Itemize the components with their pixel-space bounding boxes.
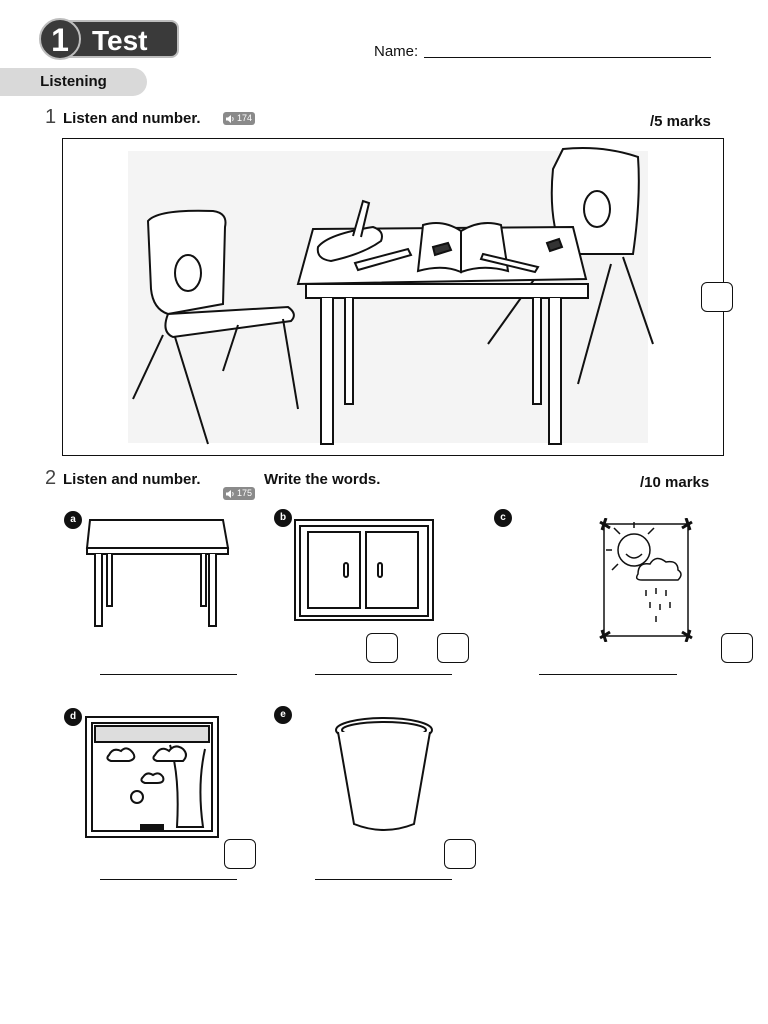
pencil-case-icon	[316, 199, 383, 263]
question-1-instruction: Listen and number.	[63, 110, 201, 127]
section-tab-listening: Listening	[0, 68, 147, 96]
bin-icon	[335, 717, 433, 831]
book-icon	[416, 222, 510, 274]
item-letter-b: b	[274, 509, 292, 527]
audio-track-174[interactable]: 174	[223, 112, 256, 125]
question-2-instruction-2: Write the words.	[264, 471, 381, 488]
answer-box-b-2[interactable]	[437, 633, 469, 663]
window-icon	[85, 716, 219, 838]
question-2-number: 2	[45, 467, 57, 489]
item-letter-a: a	[64, 511, 82, 529]
table-icon	[85, 519, 230, 627]
poster-icon	[599, 518, 693, 642]
audio-track-number: 174	[237, 113, 253, 123]
answer-box-q1[interactable]	[701, 282, 733, 312]
answer-line-b[interactable]	[315, 674, 452, 675]
name-field[interactable]	[424, 57, 711, 58]
answer-box-c[interactable]	[721, 633, 753, 663]
answer-line-e[interactable]	[315, 879, 452, 880]
answer-line-d[interactable]	[100, 879, 237, 880]
eraser-icon	[431, 241, 453, 257]
question-1-marks: /5 marks	[650, 113, 711, 130]
question-2-marks: /10 marks	[640, 474, 710, 491]
answer-box-d[interactable]	[224, 839, 256, 869]
audio-track-number: 175	[237, 488, 253, 498]
unit-number: 1	[51, 22, 69, 58]
speaker-icon	[226, 114, 234, 123]
audio-track-175[interactable]: 175	[223, 487, 256, 500]
answer-box-b-1[interactable]	[366, 633, 398, 663]
classroom-picture	[62, 138, 724, 456]
pencil-icon	[479, 252, 540, 274]
classroom-scene-illustration	[128, 147, 654, 445]
speaker-icon	[226, 489, 234, 498]
test-title: Test	[92, 25, 148, 56]
question-1-number: 1	[45, 106, 57, 128]
name-label: Name:	[374, 43, 419, 60]
item-letter-c: c	[494, 509, 512, 527]
left-chair-icon	[132, 209, 299, 445]
test-logo: 1 Test	[39, 18, 179, 60]
item-letter-e: e	[274, 706, 292, 724]
answer-line-a[interactable]	[100, 674, 237, 675]
answer-box-e[interactable]	[444, 839, 476, 869]
cupboard-icon	[294, 519, 434, 621]
sharpener-icon	[545, 237, 564, 253]
question-2-instruction: Listen and number.	[63, 471, 201, 488]
answer-line-c[interactable]	[539, 674, 677, 675]
pen-icon	[353, 247, 413, 272]
item-letter-d: d	[64, 708, 82, 726]
